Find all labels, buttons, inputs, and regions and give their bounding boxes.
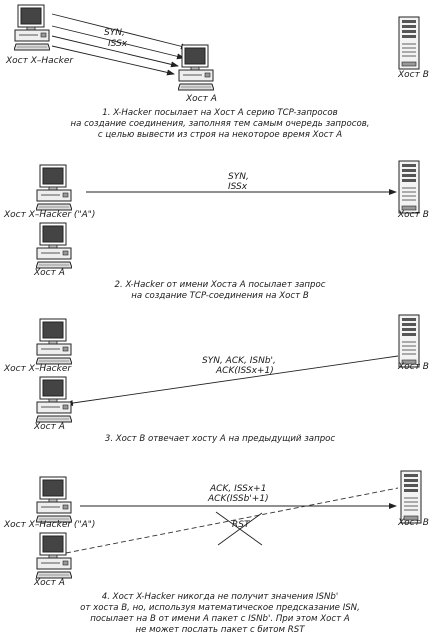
scene4-arrow-label-1: ACK, ISSx+1 bbox=[210, 484, 267, 494]
host-xhacker-label: Хост X–Hacker bbox=[4, 364, 72, 374]
scene1-arrow-1 bbox=[51, 13, 189, 50]
server-icon bbox=[398, 160, 420, 218]
scene3-arrow-label-1: SYN, ACK, ISNb', bbox=[202, 356, 276, 366]
rst-label: RST bbox=[232, 520, 250, 530]
host-a-label: Хост А bbox=[34, 578, 65, 588]
computer-icon bbox=[35, 318, 73, 370]
scene4-arrow-label-2: ACK(ISSb'+1) bbox=[208, 494, 269, 504]
rst-cross-line-1 bbox=[215, 511, 263, 546]
scene1-arrow-3 bbox=[51, 35, 179, 68]
scene3-arrow bbox=[65, 355, 399, 406]
computer-icon bbox=[35, 376, 73, 428]
server-icon bbox=[398, 314, 420, 372]
scene1-caption: 1. X-Hacker посылает на Хост А серию TCP… bbox=[40, 108, 400, 141]
scene3-arrow-label-2: ACK(ISSx+1) bbox=[216, 366, 274, 376]
caption-line: 2. X-Hacker от имени Хоста А посылает за… bbox=[114, 280, 326, 290]
caption-line: с целью вывести из строя на некоторое вр… bbox=[97, 130, 343, 140]
host-a-label: Хост А bbox=[34, 422, 65, 432]
caption-line: на создание TCP-соединения на Хост В bbox=[131, 291, 309, 301]
caption-line: 1. X-Hacker посылает на Хост А серию TCP… bbox=[102, 108, 338, 118]
rst-cross-line-2 bbox=[217, 512, 263, 546]
scene4-caption: 4. Хост X-Hacker никогда не получит знач… bbox=[40, 592, 400, 636]
scene1-arrow-label-2: ISSx bbox=[108, 39, 128, 49]
scene1-arrow-4 bbox=[51, 45, 175, 76]
host-b-label: Хост В bbox=[398, 70, 429, 80]
scene4-rst-dashed-line bbox=[65, 487, 399, 554]
computer-icon bbox=[177, 44, 215, 96]
host-b-label: Хост В bbox=[398, 210, 429, 220]
scene2-arrow-label-2: ISSx bbox=[228, 182, 248, 192]
caption-line: 4. Хост X-Hacker никогда не получит знач… bbox=[101, 592, 339, 602]
caption-line: на создание соединения, заполняя тем сам… bbox=[70, 119, 370, 129]
computer-icon bbox=[35, 222, 73, 274]
host-b-label: Хост В bbox=[398, 362, 429, 372]
computer-icon bbox=[13, 4, 51, 56]
scene3-caption: 3. Хост В отвечает хосту А на предыдущий… bbox=[40, 434, 400, 445]
server-icon bbox=[398, 16, 420, 74]
scene1-arrow-2 bbox=[51, 25, 185, 60]
server-icon bbox=[400, 470, 422, 528]
host-xhacker-as-a-label: Хост X–Hacker ("А") bbox=[4, 210, 96, 220]
scene1-arrow-label-1: SYN, bbox=[104, 28, 125, 38]
computer-icon bbox=[35, 164, 73, 216]
host-a-label: Хост А bbox=[34, 268, 65, 278]
host-b-label: Хост В bbox=[398, 518, 429, 528]
caption-line: посылает на В от имени А пакет с ISNb'. … bbox=[90, 614, 350, 624]
caption-line: от хоста В, но, используя математическое… bbox=[80, 603, 360, 613]
computer-icon bbox=[35, 532, 73, 584]
scene2-arrow-label-1: SYN, bbox=[228, 172, 249, 182]
scene2-caption: 2. X-Hacker от имени Хоста А посылает за… bbox=[40, 280, 400, 302]
host-xhacker-as-a-label: Хост X–Hacker ("А") bbox=[4, 520, 96, 530]
host-a-label: Хост А bbox=[186, 94, 217, 104]
caption-line: не может послать пакет с битом RST bbox=[135, 625, 305, 635]
caption-line: 3. Хост В отвечает хосту А на предыдущий… bbox=[104, 434, 336, 444]
host-xhacker-label: Хост X–Hacker bbox=[6, 56, 74, 66]
